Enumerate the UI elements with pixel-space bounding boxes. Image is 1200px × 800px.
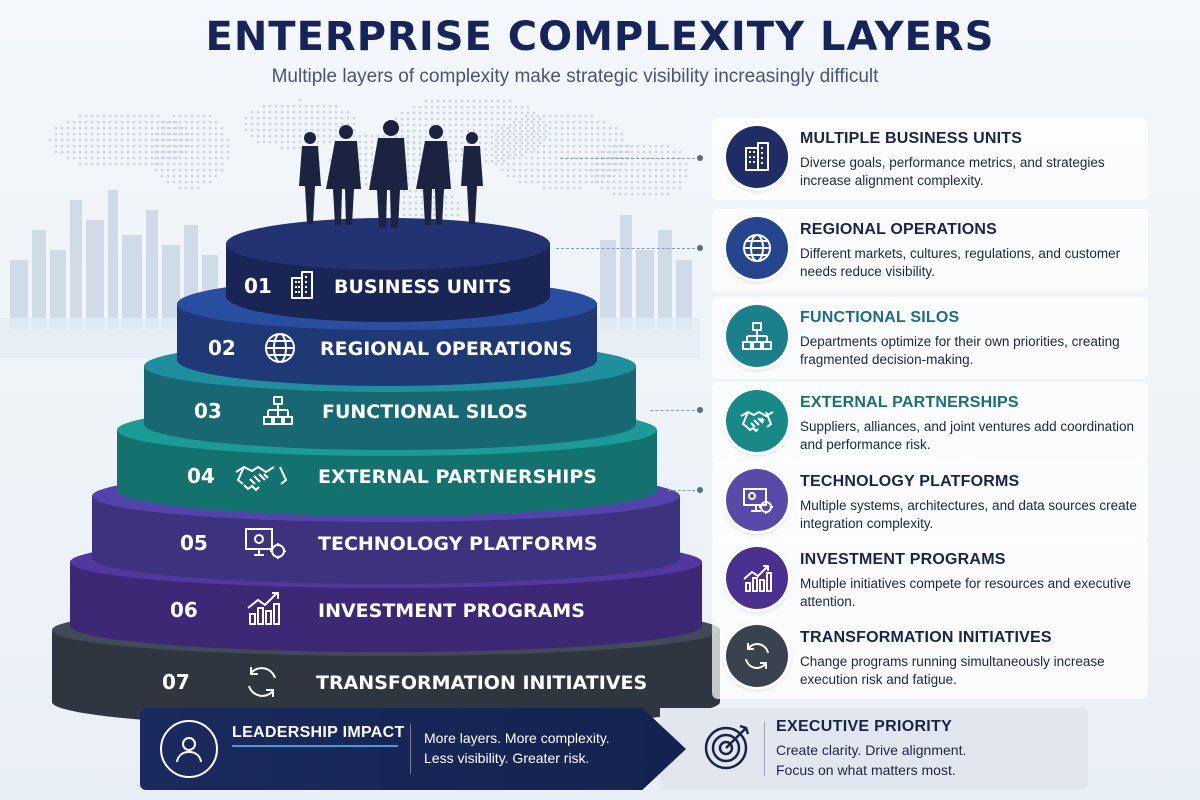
card-functional-silos: FUNCTIONAL SILOS Departments optimize fo… [712, 297, 1148, 379]
org-chart-icon [726, 305, 788, 367]
layer-number: 01 [244, 274, 272, 298]
card-business-units: MULTIPLE BUSINESS UNITS Diverse goals, p… [712, 118, 1148, 200]
layer-label: BUSINESS UNITS [334, 276, 512, 298]
connector-dot-3 [697, 407, 703, 413]
layer-number: 02 [208, 336, 236, 360]
layer-number: 03 [194, 399, 222, 423]
card-transformation-initiatives: TRANSFORMATION INITIATIVES Change progra… [712, 617, 1148, 699]
monitor-gear-icon [245, 528, 286, 559]
leadership-underline [232, 745, 398, 747]
layer-pyramid: 07 TRANSFORMATION INITIATIVES 06 INVESTMENT… [52, 218, 720, 720]
layer-label: FUNCTIONAL SILOS [322, 401, 528, 423]
layer-01: 01 BUSINESS UNITS [226, 218, 550, 322]
card-title: TRANSFORMATION INITIATIVES [800, 629, 1052, 646]
card-technology-platforms: TECHNOLOGY PLATFORMS Multiple systems, a… [712, 461, 1148, 543]
connector-dot-2 [697, 245, 703, 251]
globe-icon [265, 333, 296, 363]
card-title: MULTIPLE BUSINESS UNITS [800, 130, 1023, 147]
connector-line-3 [650, 410, 700, 411]
card-title: TECHNOLOGY PLATFORMS [800, 473, 1020, 490]
executive-priority-title: EXECUTIVE PRIORITY [776, 718, 953, 735]
card-description: Multiple systems, architectures, and dat… [800, 498, 1137, 531]
growth-chart-icon [726, 547, 788, 609]
building-icon [726, 126, 788, 188]
card-title: INVESTMENT PROGRAMS [800, 551, 1006, 568]
layer-number: 05 [180, 531, 208, 555]
layer-label: REGIONAL OPERATIONS [320, 338, 572, 360]
card-title: EXTERNAL PARTNERSHIPS [800, 394, 1019, 411]
page-title: ENTERPRISE COMPLEXITY LAYERS [205, 14, 995, 60]
layer-number: 06 [170, 598, 198, 622]
target-icon [704, 724, 750, 770]
leadership-impact-title: LEADERSHIP IMPACT [232, 724, 405, 741]
connector-line-4 [668, 490, 700, 491]
leadership-line-2: Less visibility. Greater risk. [424, 750, 590, 766]
connector-dot-4 [697, 487, 703, 493]
executive-priority-text: Create clarity. Drive alignment. Focus o… [776, 740, 1076, 780]
layer-label: TECHNOLOGY PLATFORMS [318, 533, 598, 555]
org-chart-icon [263, 396, 293, 425]
card-external-partnerships: EXTERNAL PARTNERSHIPS Suppliers, allianc… [712, 382, 1148, 464]
connector-line-1 [560, 158, 700, 159]
connector-line-2 [556, 248, 700, 249]
monitor-gear-icon [726, 469, 788, 531]
executive-line-2: Focus on what matters most. [776, 762, 956, 778]
card-description: Suppliers, alliances, and joint ventures… [800, 419, 1134, 452]
layer-label: INVESTMENT PROGRAMS [318, 600, 585, 622]
card-description: Diverse goals, performance metrics, and … [800, 155, 1105, 188]
world-map-dots [48, 98, 688, 235]
card-title: FUNCTIONAL SILOS [800, 309, 960, 326]
cycle-arrows-icon [248, 667, 276, 697]
card-regional-operations: REGIONAL OPERATIONS Different markets, c… [712, 209, 1148, 291]
page-subtitle: Multiple layers of complexity make strat… [271, 66, 879, 87]
card-investment-programs: INVESTMENT PROGRAMS Multiple initiatives… [712, 539, 1148, 621]
layer-number: 04 [187, 464, 215, 488]
connector-dot-1 [697, 155, 703, 161]
executive-divider [764, 722, 765, 776]
leadership-line-1: More layers. More complexity. [424, 730, 610, 746]
layer-top [226, 218, 550, 270]
layer-label: EXTERNAL PARTNERSHIPS [318, 466, 597, 488]
cycle-arrows-icon [726, 625, 788, 687]
building-icon [291, 271, 313, 299]
card-title: REGIONAL OPERATIONS [800, 221, 998, 238]
people-silhouettes [299, 120, 483, 228]
growth-chart-icon [247, 592, 280, 625]
leader-avatar-icon [160, 720, 218, 778]
card-description: Change programs running simultaneously i… [800, 654, 1105, 687]
card-description: Departments optimize for their own prior… [800, 334, 1120, 367]
handshake-icon [235, 465, 288, 492]
executive-line-1: Create clarity. Drive alignment. [776, 742, 967, 758]
leadership-divider [410, 724, 411, 774]
layer-label: TRANSFORMATION INITIATIVES [316, 672, 647, 694]
card-description: Multiple initiatives compete for resourc… [800, 576, 1131, 609]
layer-number: 07 [162, 670, 190, 694]
globe-icon [726, 217, 788, 279]
leadership-impact-panel [140, 708, 686, 790]
leadership-impact-text: More layers. More complexity. Less visib… [424, 728, 644, 768]
card-description: Different markets, cultures, regulations… [800, 246, 1121, 279]
handshake-icon [726, 390, 788, 452]
